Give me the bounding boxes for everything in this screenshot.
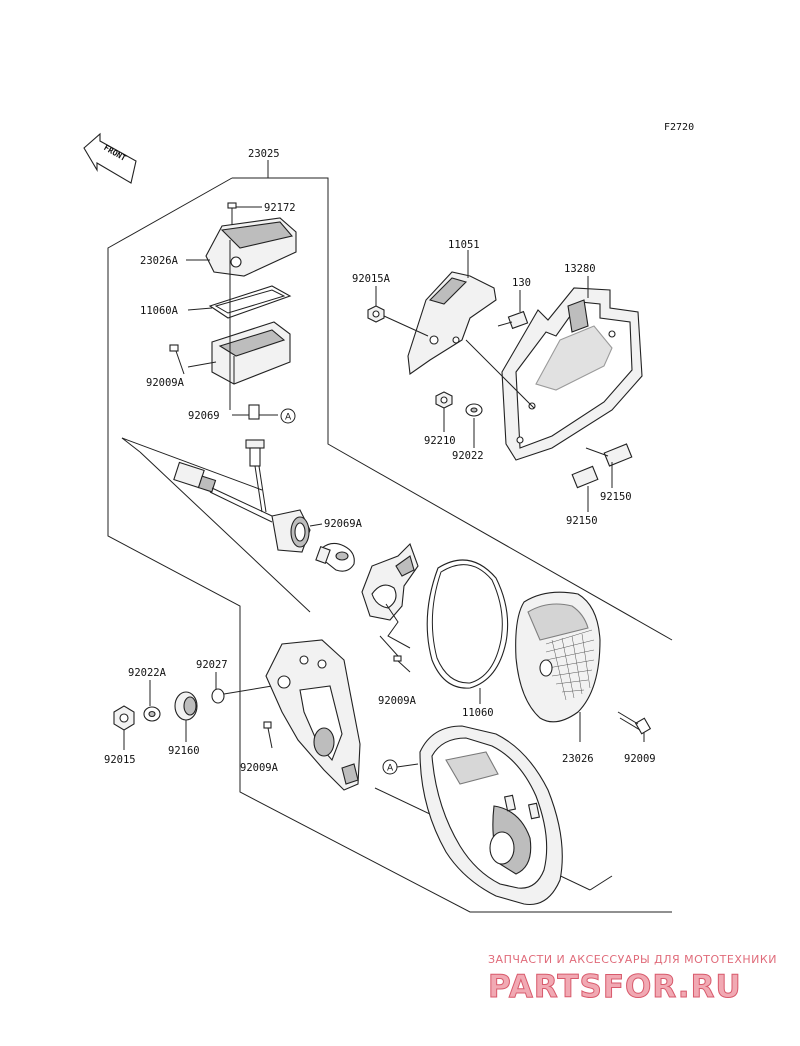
label-screw-bottom: 92009A — [240, 762, 279, 774]
part-labels: 23025 92172 23026A 11060A 92009A 92069 1… — [104, 148, 656, 774]
label-collar-92027: 92027 — [196, 659, 228, 671]
label-screw-right: 92009 — [624, 753, 656, 765]
label-bolt-92150-b: 92150 — [566, 515, 598, 527]
label-grommet-92160: 92160 — [168, 745, 200, 757]
screw-icon — [379, 635, 411, 673]
label-screw-left: 92009A — [146, 377, 185, 389]
lens-texture — [545, 629, 595, 701]
ref-marker-label: A — [387, 764, 394, 774]
label-plate-13280: 13280 — [564, 263, 596, 275]
label-bolt-92150-a: 92150 — [600, 491, 632, 503]
figure-code: F2720 — [664, 122, 694, 133]
label-bracket-plate: 11051 — [448, 239, 480, 251]
front-arrow-icon: FRONT — [83, 132, 137, 184]
ref-marker-label: A — [285, 413, 292, 423]
label-washer-92022a: 92022A — [128, 667, 167, 679]
label-nut-92210: 92210 — [424, 435, 456, 447]
ref-marker-1: A — [280, 408, 296, 424]
screw-icon — [617, 711, 652, 742]
label-screw-top: 92172 — [264, 202, 296, 214]
tail-housing — [419, 725, 563, 906]
ref-marker-2: A — [382, 759, 419, 775]
label-screw-mid: 92009A — [378, 695, 417, 707]
label-assembly: 23025 — [248, 148, 280, 160]
reflector-bracket — [361, 543, 419, 649]
tail-lens — [515, 591, 601, 742]
label-washer-92022: 92022 — [452, 450, 484, 462]
screw-icon — [169, 344, 185, 375]
watermark-tagline: ЗАПЧАСТИ И АКСЕССУАРЫ ДЛЯ МОТОТЕХНИКИ — [488, 953, 777, 966]
label-clip: 92069 — [188, 410, 220, 422]
license-plate-bracket — [367, 250, 643, 512]
label-gasket: 11060 — [462, 707, 494, 719]
label-nut-92015a: 92015A — [352, 273, 391, 285]
label-lens: 23026 — [562, 753, 594, 765]
license-light-cover — [169, 202, 297, 420]
mounting-hardware — [113, 672, 273, 750]
label-bolt-130: 130 — [512, 277, 531, 289]
watermark: ЗАПЧАСТИ И АКСЕССУАРЫ ДЛЯ МОТОТЕХНИКИ PA… — [488, 953, 777, 1006]
label-nut-92015: 92015 — [104, 754, 136, 766]
label-gasket-a: 11060A — [140, 305, 179, 317]
wiring-harness — [173, 439, 355, 572]
gasket-ring — [426, 559, 509, 704]
label-socket-92069a: 92069A — [324, 518, 363, 530]
label-cover-a: 23026A — [140, 255, 179, 267]
base-plate — [263, 639, 361, 791]
watermark-brand: PARTSFOR.RU — [488, 969, 742, 1005]
clip-icon — [248, 404, 260, 420]
